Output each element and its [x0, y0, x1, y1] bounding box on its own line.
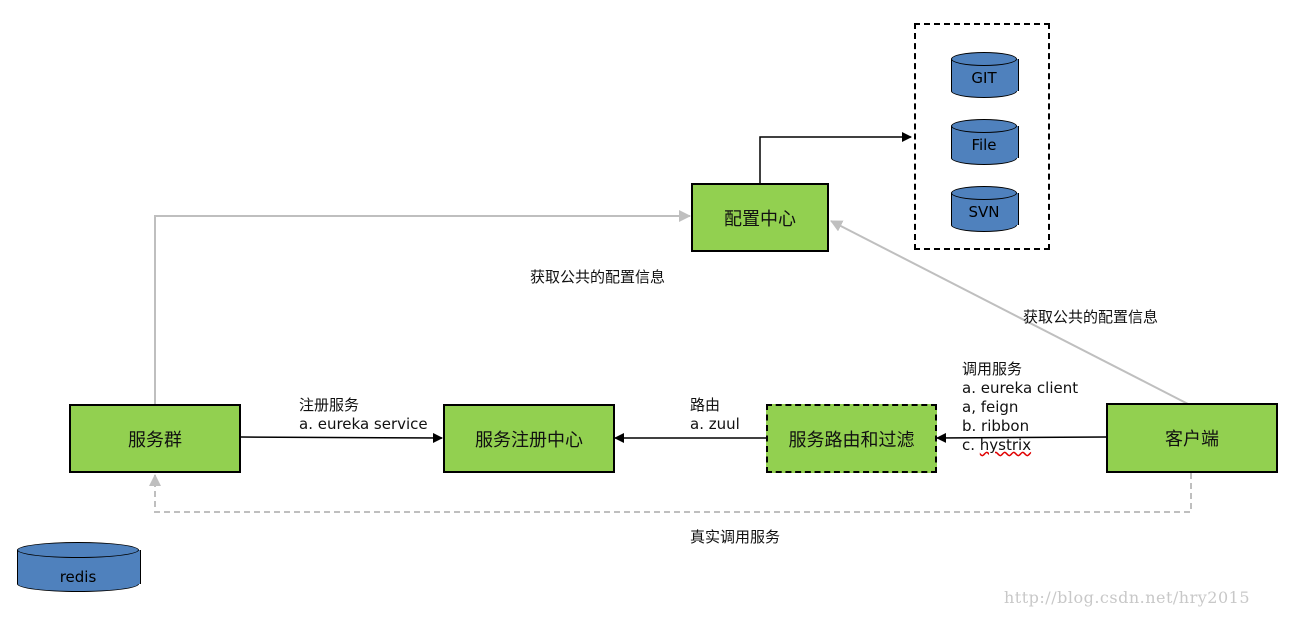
call-eureka-client: a. eureka client: [962, 379, 1079, 397]
service-group-to-registry-connector: [240, 432, 443, 443]
call-feign: a, feign: [962, 398, 1019, 416]
get-config-label-left: 获取公共的配置信息: [530, 268, 666, 286]
call-hystrix: c. hystrix: [962, 436, 1031, 455]
svn-store-icon: SVN: [951, 186, 1019, 232]
register-title: 注册服务: [299, 396, 360, 414]
real-call-connector: [149, 473, 1192, 513]
redis-store-icon: redis: [17, 542, 141, 592]
service-group-node: 服务群: [69, 404, 241, 473]
client-to-config-connector: [830, 220, 1191, 406]
svn-store-label: SVN: [968, 203, 1000, 221]
service-group-to-config-connector: [154, 210, 691, 405]
git-store-label: GIT: [971, 69, 997, 87]
call-ribbon: b. ribbon: [962, 417, 1030, 435]
client-to-router-connector: [936, 432, 1108, 443]
registry-center-node: 服务注册中心: [443, 404, 615, 473]
register-detail: a. eureka service: [299, 415, 428, 433]
call-title: 调用服务: [962, 360, 1023, 378]
route-detail: a. zuul: [690, 415, 740, 433]
watermark: http://blog.csdn.net/hry2015: [1004, 588, 1251, 607]
config-to-stores-connector: [759, 132, 912, 183]
call-hystrix-prefix: c.: [962, 436, 980, 454]
file-store-icon: File: [951, 119, 1019, 165]
call-hystrix-word: hystrix: [979, 436, 1032, 454]
file-store-label: File: [971, 136, 997, 154]
get-config-label-right: 获取公共的配置信息: [1023, 308, 1159, 326]
route-title: 路由: [690, 396, 721, 414]
client-node: 客户端: [1106, 403, 1278, 473]
git-store-icon: GIT: [951, 52, 1019, 98]
real-call-label: 真实调用服务: [690, 528, 781, 546]
redis-store-label: redis: [59, 568, 97, 586]
router-filter-node: 服务路由和过滤: [766, 404, 937, 473]
config-center-node: 配置中心: [691, 183, 829, 252]
